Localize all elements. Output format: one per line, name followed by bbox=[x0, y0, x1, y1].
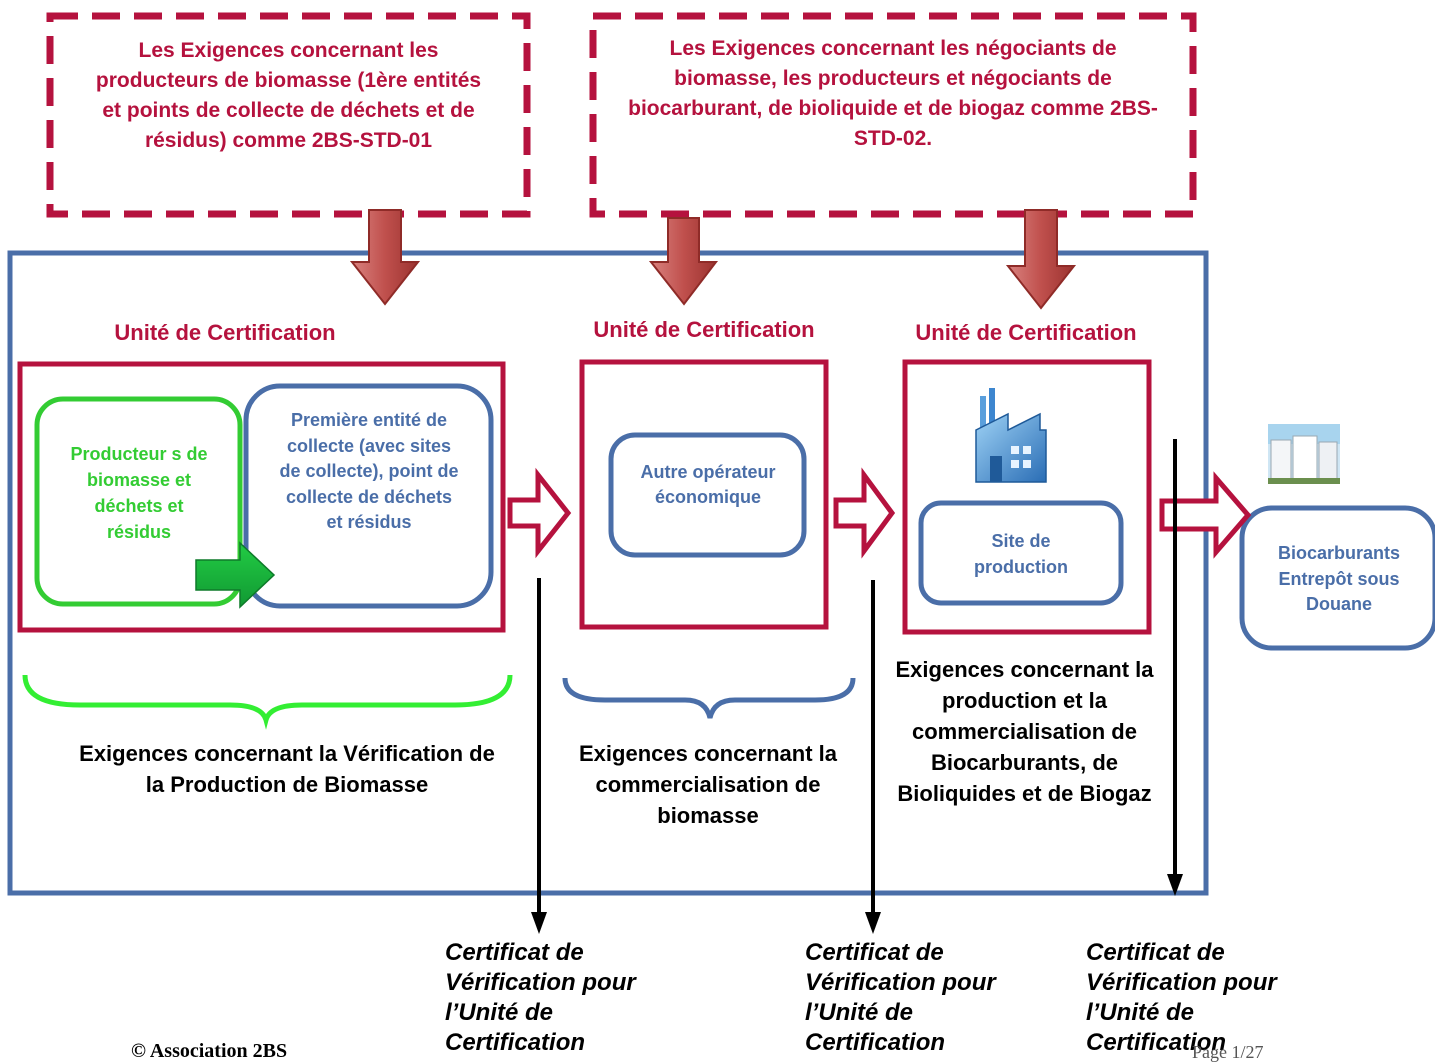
brace-1 bbox=[22, 674, 513, 730]
requirement-1: Exigences concernant la Vérification de … bbox=[79, 741, 495, 797]
down-arrow-1 bbox=[349, 209, 421, 306]
top-box-right-text: Les Exigences concernant les négociants … bbox=[628, 37, 1158, 150]
unit1-title: Unité de Certification bbox=[114, 320, 336, 345]
cert-arrow-2 bbox=[865, 580, 881, 934]
unit3-title: Unité de Certification bbox=[915, 320, 1137, 345]
outer-blue-frame bbox=[7, 250, 1209, 896]
unit1-frame bbox=[17, 361, 506, 633]
cert-arrow-3 bbox=[1167, 439, 1183, 896]
customs-box bbox=[1239, 505, 1435, 651]
right-arrow-2 bbox=[833, 467, 896, 559]
certificate-2: Certificat de Vérification pour l’Unité … bbox=[805, 939, 996, 1056]
production-site-box bbox=[918, 500, 1124, 606]
footer-page: Page 1/27 bbox=[1192, 1042, 1264, 1062]
top-box-left-text: Les Exigences concernant les producteurs… bbox=[95, 39, 482, 152]
unit2-title: Unité de Certification bbox=[593, 317, 815, 342]
first-entity-box bbox=[243, 383, 494, 609]
production-site-label: Site de production bbox=[974, 531, 1068, 577]
down-arrow-3 bbox=[1005, 209, 1077, 310]
certificate-3: Certificat de Vérification pour l’Unité … bbox=[1086, 939, 1277, 1056]
requirement-3: Exigences concernant la production et la… bbox=[895, 657, 1154, 806]
unit2-frame bbox=[579, 359, 829, 630]
storage-tanks-icon bbox=[1268, 424, 1340, 484]
certificate-1: Certificat de Vérification pour l’Unité … bbox=[445, 939, 636, 1056]
cert-arrow-1 bbox=[531, 578, 547, 934]
requirement-2: Exigences concernant la commercialisatio… bbox=[579, 741, 837, 828]
green-arrow bbox=[195, 541, 276, 609]
factory-icon bbox=[975, 388, 1047, 483]
right-arrow-3 bbox=[1159, 471, 1252, 559]
brace-2 bbox=[562, 677, 856, 719]
footer-copyright: © Association 2BS bbox=[131, 1040, 288, 1062]
customs-label: Biocarburants Entrepôt sous Douane bbox=[1277, 543, 1401, 614]
other-operator-box bbox=[608, 432, 807, 558]
unit3-frame bbox=[902, 359, 1152, 635]
other-operator-label: Autre opérateur économique bbox=[640, 462, 776, 507]
down-arrow-2 bbox=[648, 217, 719, 306]
top-box-right-frame bbox=[589, 12, 1197, 218]
first-entity-label: Première entité de collecte (avec sites … bbox=[279, 410, 459, 532]
producers-box bbox=[34, 396, 243, 607]
producers-label: Producteur s de biomasse et déchets et r… bbox=[70, 444, 208, 542]
right-arrow-1 bbox=[507, 467, 572, 559]
